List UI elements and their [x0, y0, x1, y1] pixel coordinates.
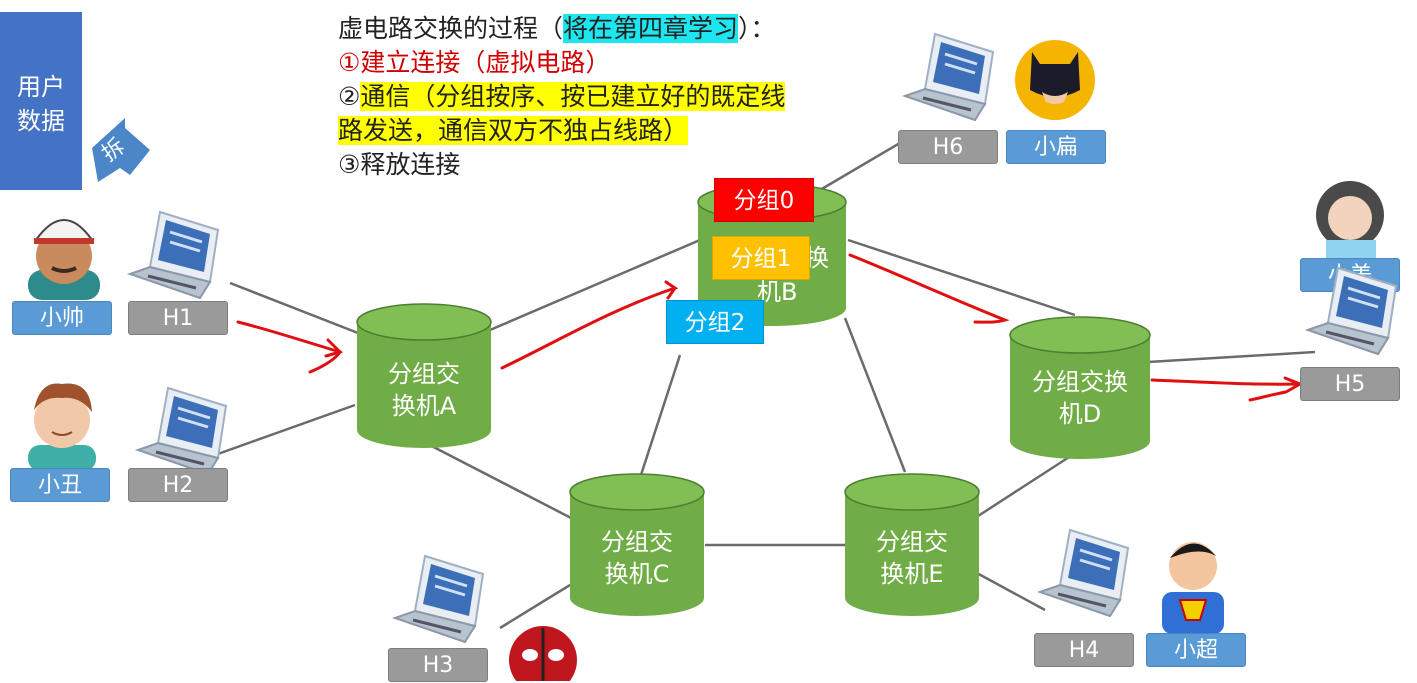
host-h2-label[interactable]: H2	[128, 468, 228, 502]
avatar-xiaomei-icon	[1316, 181, 1384, 260]
switch-d[interactable]	[1009, 316, 1151, 459]
switch-e-label-2: 换机E	[880, 560, 944, 588]
title-intro-highlight: 将在第四章学习	[563, 14, 739, 43]
switch-a[interactable]	[356, 303, 492, 448]
laptop-icon-h6[interactable]	[901, 32, 995, 122]
link-b-e	[843, 317, 907, 473]
person-xiaochao-label: 小超	[1146, 633, 1246, 667]
step-2-line2: 路发送，通信双方不独占线路）	[338, 114, 898, 148]
link-d-h5	[1147, 350, 1316, 364]
laptop-icon-h1[interactable]	[126, 210, 220, 300]
arrow-a-to-b	[500, 280, 679, 370]
switch-c-label-2: 换机C	[604, 560, 670, 588]
switch-d-label-1: 分组交换	[1032, 368, 1128, 396]
person-xiaoshuai-label: 小帅	[12, 301, 112, 335]
link-h2-a	[214, 403, 356, 457]
split-arrow	[92, 118, 150, 182]
avatar-h3-partial-icon	[509, 626, 577, 681]
user-data-line2: 数据	[17, 107, 65, 135]
step-2-line1: ②通信（分组按序、按已建立好的既定线	[338, 80, 898, 114]
host-h1-label[interactable]: H1	[128, 301, 228, 335]
arrow-h1-to-a	[236, 320, 343, 374]
step-3: ③释放连接	[338, 150, 461, 179]
link-b-h6	[819, 138, 906, 192]
link-a-b	[489, 238, 701, 332]
switch-a-label-2: 换机A	[391, 392, 457, 420]
title-block: 虚电路交换的过程（将在第四章学习）： ①建立连接（虚拟电路） ②通信（分组按序、…	[338, 12, 898, 182]
arrow-d-to-h5	[1150, 376, 1302, 402]
avatar-xiaochou-icon	[28, 383, 96, 471]
switch-e[interactable]	[844, 473, 980, 616]
link-b-d	[847, 238, 1076, 317]
packet-0[interactable]: 分组0	[714, 178, 814, 222]
arrow-head-a	[324, 338, 343, 358]
step-2-text-1: 通信（分组按序、按已建立好的既定线	[360, 82, 786, 111]
avatar-xiaobian-icon	[1015, 40, 1095, 120]
step-2-prefix: ②	[338, 82, 361, 111]
host-h4-label[interactable]: H4	[1034, 633, 1134, 667]
switch-c[interactable]	[569, 473, 705, 616]
user-data-line1: 用户	[17, 73, 65, 101]
title-intro: 虚电路交换的过程（	[338, 14, 564, 43]
avatar-xiaochao-icon	[1162, 542, 1224, 634]
avatar-xiaoshuai-icon	[28, 219, 100, 300]
switch-d-label-2: 机D	[1058, 400, 1102, 428]
laptop-icon-h3[interactable]	[391, 554, 485, 644]
packet-2[interactable]: 分组2	[666, 300, 764, 344]
laptop-icon-h2[interactable]	[134, 386, 228, 476]
arrow-b-to-d	[848, 253, 1010, 324]
link-e-h4	[974, 570, 1046, 612]
person-xiaobian-label: 小扁	[1006, 130, 1106, 164]
link-a-c	[419, 438, 576, 522]
host-h5-label[interactable]: H5	[1300, 367, 1400, 401]
person-xiaochou-label: 小丑	[10, 468, 110, 502]
link-h1-a	[229, 281, 359, 335]
link-e-d	[974, 448, 1081, 520]
user-data-box: 用户 数据	[0, 12, 82, 190]
packet-1[interactable]: 分组1	[712, 236, 810, 280]
link-b-c	[638, 354, 682, 479]
host-h6-label[interactable]: H6	[898, 130, 998, 164]
step-1: ①建立连接（虚拟电路）	[338, 48, 611, 77]
laptop-icon-h4[interactable]	[1036, 528, 1130, 618]
title-intro-line: 虚电路交换的过程（将在第四章学习）：	[338, 12, 898, 46]
switch-d-label: 分组交换 机D	[1013, 366, 1147, 430]
link-c-h3	[499, 583, 571, 630]
laptop-icon-h5-overlay	[1304, 266, 1398, 356]
switch-c-label-1: 分组交	[601, 528, 673, 556]
switch-e-label: 分组交 换机E	[845, 526, 979, 590]
switch-c-label: 分组交 换机C	[570, 526, 704, 590]
title-intro-end: ）：	[738, 14, 776, 43]
step-2-text-2: 路发送，通信双方不独占线路）	[338, 116, 689, 145]
switch-a-label: 分组交 换机A	[357, 358, 491, 422]
host-h3-label[interactable]: H3	[388, 648, 488, 682]
switch-a-label-1: 分组交	[388, 360, 460, 388]
switch-e-label-1: 分组交	[876, 528, 948, 556]
